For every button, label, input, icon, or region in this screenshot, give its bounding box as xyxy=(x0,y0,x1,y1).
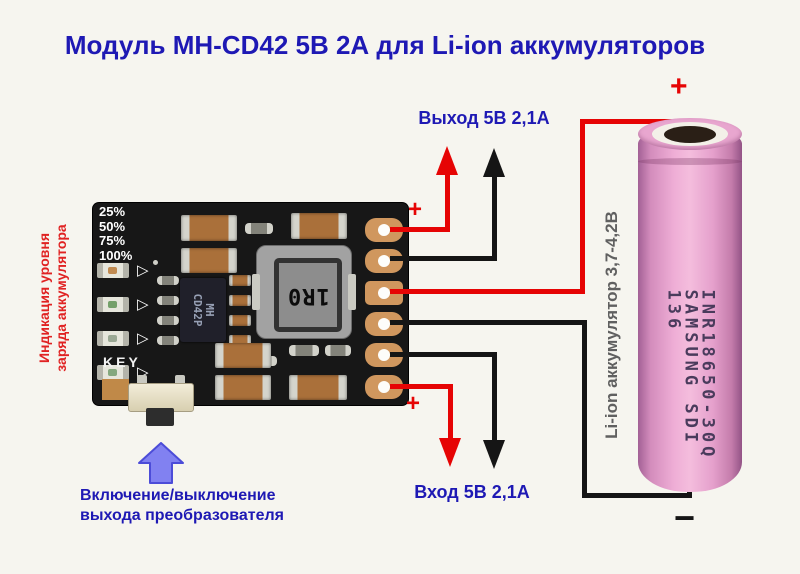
led-arrow-icon: ▷ xyxy=(137,296,149,313)
wire-input-minus xyxy=(390,352,497,357)
wire-input-plus xyxy=(390,384,453,389)
input-label: Вход 5В 2,1А xyxy=(414,482,530,502)
charge-level-25: 25% xyxy=(99,204,126,219)
key-label: KEY xyxy=(103,354,141,370)
wire-battery-plus xyxy=(390,289,585,294)
wire-output-minus xyxy=(492,174,497,261)
battery-body xyxy=(638,132,742,492)
wire-battery-minus xyxy=(582,320,587,498)
output-label: Выход 5В 2,1А xyxy=(418,108,550,128)
arrow-output-minus xyxy=(483,148,505,177)
indication-label: Индикация уровня заряда аккумулятора xyxy=(36,224,69,372)
test-point xyxy=(153,260,158,265)
resistor xyxy=(157,296,179,305)
capacitor xyxy=(291,213,347,239)
led-arrow-icon: ▷ xyxy=(137,330,149,347)
led-100 xyxy=(97,365,129,380)
led-75 xyxy=(97,331,129,346)
wire-battery-minus xyxy=(582,493,692,498)
pad-hole xyxy=(378,224,390,236)
capacitor xyxy=(215,375,271,400)
capacitor xyxy=(229,315,251,326)
plus-sign-input: + xyxy=(406,390,421,417)
capacitor xyxy=(229,295,251,306)
pad-bat-minus xyxy=(365,312,403,336)
up-block-arrow-icon xyxy=(138,442,184,484)
led-50 xyxy=(97,297,129,312)
resistor xyxy=(157,276,179,285)
wire-output-plus xyxy=(390,227,450,232)
mh-cd42p-chip: MH CD42P xyxy=(180,278,226,342)
wire-output-minus xyxy=(390,256,497,261)
pcb-module: 25% 50% 75% 100% ▷ ▷ ▷ ▷ MH CD42P xyxy=(93,203,408,426)
pad-hole xyxy=(378,381,390,393)
led-arrow-icon: ▷ xyxy=(137,364,149,381)
capacitor xyxy=(181,248,237,273)
switch-note: Включение/выключение выхода преобразоват… xyxy=(80,487,285,524)
wire-output-plus xyxy=(445,172,450,232)
charge-level-100: 100% xyxy=(99,247,133,263)
minus-sign-battery: − xyxy=(674,497,696,538)
page-title: Модуль MH-CD42 5В 2А для Li-ion аккумуля… xyxy=(64,30,706,60)
switch-pin xyxy=(137,375,147,385)
charge-level-75: 75% xyxy=(99,233,126,248)
resistor xyxy=(325,345,351,356)
plus-sign-battery: + xyxy=(670,70,688,103)
resistor xyxy=(289,345,319,356)
pad-out-minus xyxy=(365,249,403,273)
led-dot xyxy=(108,267,117,274)
switch-pin xyxy=(175,375,185,385)
led-arrow-icon: ▷ xyxy=(137,262,149,279)
inductor-marking: 1R0 xyxy=(286,282,330,308)
capacitor xyxy=(229,335,251,346)
wire-battery-plus xyxy=(580,119,585,294)
solder-tab xyxy=(348,274,356,310)
charge-level-list: 25% 50% 75% 100% xyxy=(99,204,133,263)
led-dot xyxy=(108,335,117,342)
led-dot xyxy=(108,301,117,308)
pad-hole xyxy=(378,318,390,330)
switch-lever xyxy=(146,408,174,426)
slide-switch xyxy=(128,383,194,412)
capacitor xyxy=(181,215,237,241)
resistor xyxy=(245,223,273,234)
capacitor xyxy=(289,375,347,400)
solder-tab xyxy=(252,274,260,310)
arrow-input-minus xyxy=(483,440,505,469)
pad-hole xyxy=(378,287,390,299)
led-25 xyxy=(97,263,129,278)
pad-hole xyxy=(378,349,390,361)
capacitor xyxy=(215,343,271,368)
arrow-output-plus xyxy=(436,146,458,175)
charge-level-50: 50% xyxy=(99,218,126,234)
pad-in-plus xyxy=(365,375,403,399)
power-inductor: 1R0 xyxy=(252,245,356,339)
plus-sign-output: + xyxy=(408,196,423,223)
arrow-input-plus xyxy=(439,438,461,467)
wire-battery-minus xyxy=(390,320,587,325)
chip-marking: MH CD42P xyxy=(191,293,216,327)
pad-out-plus xyxy=(365,218,403,242)
resistor xyxy=(157,316,179,325)
copper-pad xyxy=(102,379,129,400)
battery-print: INR18650-30Q SAMSUNG SDI 136 xyxy=(663,289,718,461)
pad-hole xyxy=(378,255,390,267)
capacitor xyxy=(229,275,251,286)
wire-input-plus xyxy=(448,384,453,440)
battery-18650 xyxy=(636,116,744,494)
wire-battery-plus xyxy=(580,119,692,124)
wire-input-minus xyxy=(492,352,497,442)
battery-side-label: Li-ion аккумулятор 3,7-4,2В xyxy=(602,211,621,439)
battery-plus-terminal xyxy=(664,126,716,143)
battery-crimp-groove xyxy=(638,158,742,165)
inductor-core: 1R0 xyxy=(274,258,342,332)
led-dot xyxy=(108,369,117,376)
resistor xyxy=(157,336,179,345)
